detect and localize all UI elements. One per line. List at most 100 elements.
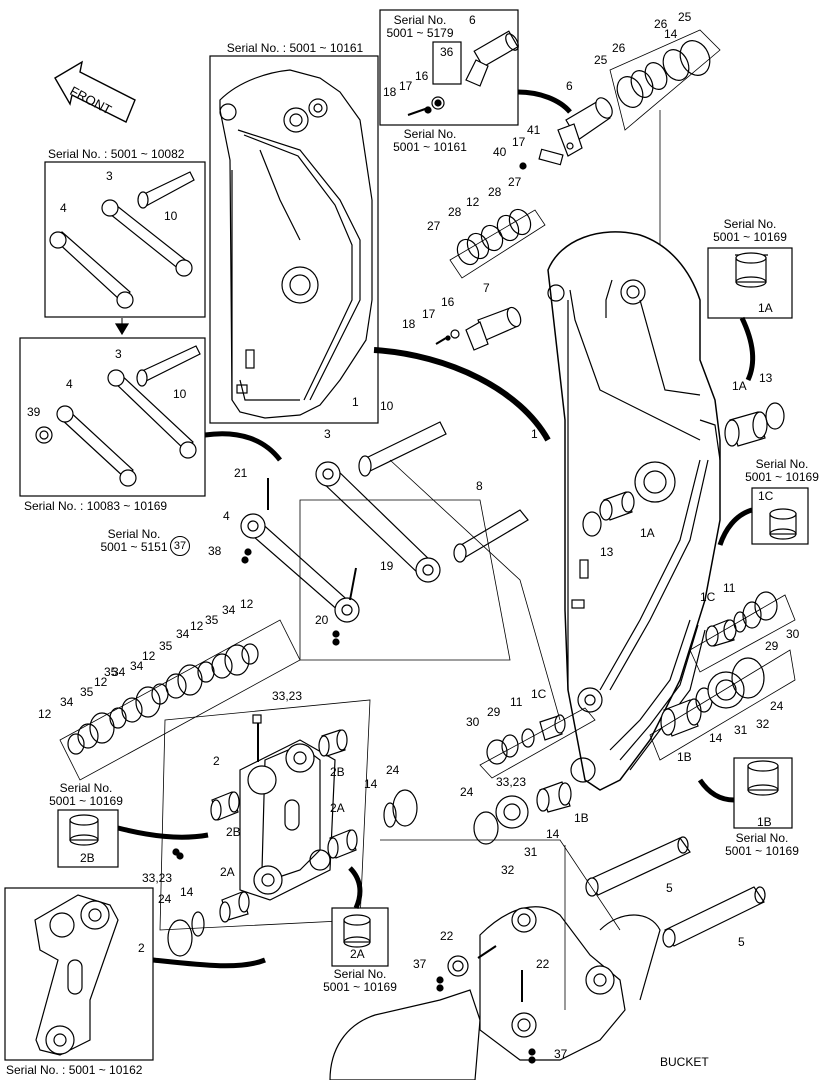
callout: 28 [448, 205, 462, 219]
serial-1B-b: 5001 ~ 10169 [725, 844, 799, 858]
callout: 27 [427, 219, 441, 233]
arm-link-top-drawing [49, 171, 195, 309]
callout: 34 [130, 659, 144, 673]
callout: 13 [759, 371, 773, 385]
serial-arm-bottom: Serial No. : 10083 ~ 10169 [24, 499, 168, 513]
serial-2A-a: Serial No. [333, 967, 387, 981]
serial-boom-detail: Serial No. : 5001 ~ 10161 [226, 41, 364, 55]
callout: 3 [115, 347, 122, 361]
serial-2A-b: 5001 ~ 10169 [323, 980, 397, 994]
callout: 14 [546, 827, 560, 841]
callout: 11 [510, 695, 523, 709]
callout: 6 [566, 79, 573, 93]
callout: 25 [594, 53, 608, 67]
serial-top-a: Serial No. [393, 13, 447, 27]
callout: 4 [60, 201, 67, 215]
serial-1C-a: Serial No. [755, 457, 809, 471]
callout: 34 [176, 627, 190, 641]
callout: 2B [80, 851, 95, 865]
bucket-drawing [329, 836, 766, 1080]
callout: 38 [208, 544, 222, 558]
callout: 10 [173, 387, 187, 401]
callout: 24 [460, 785, 474, 799]
callout: 37 [554, 1047, 568, 1061]
callout: 31 [734, 723, 748, 737]
callout: 19 [380, 559, 394, 573]
callout: 14 [180, 885, 194, 899]
serial-arm-top: Serial No. : 5001 ~ 10082 [48, 147, 185, 161]
callout: 1C [531, 687, 547, 701]
callout: 35 [205, 613, 219, 627]
callout: 1B [677, 750, 692, 764]
callout: 1A [732, 379, 747, 393]
callout: 2A [220, 865, 235, 879]
callout: 35 [104, 665, 118, 679]
callout: 2B [226, 825, 241, 839]
callout: 30 [786, 627, 800, 641]
callout: 34 [60, 695, 74, 709]
callout: 10 [380, 399, 394, 413]
callout: 2B [330, 765, 345, 779]
callout: 18 [402, 317, 416, 331]
callout: 28 [488, 185, 502, 199]
callout-circled: 37 [170, 536, 190, 556]
callout: 34 [112, 665, 126, 679]
link-2-drawing [159, 699, 418, 957]
front-arrow-icon [54, 60, 136, 123]
callout: 3 [106, 169, 113, 183]
bucket-label: BUCKET [660, 1055, 709, 1069]
callout: 35 [80, 685, 94, 699]
arm-link-bottom-drawing [35, 345, 201, 487]
callout: 7 [483, 281, 490, 295]
callout: 33,23 [496, 775, 527, 789]
callout: 17 [512, 135, 526, 149]
callout: 17 [399, 79, 413, 93]
callout: 34 [222, 603, 236, 617]
callout: 12 [142, 649, 156, 663]
callout: 10 [164, 209, 178, 223]
callout: 27 [508, 175, 522, 189]
callout: 8 [476, 479, 483, 493]
serial-1A-b: 5001 ~ 10169 [713, 230, 787, 244]
serial-link-2: Serial No. : 5001 ~ 10162 [6, 1063, 143, 1077]
callout: 20 [315, 613, 329, 627]
callout: 29 [765, 639, 779, 653]
callout: 5 [666, 881, 673, 895]
callout: 18 [383, 85, 397, 99]
callout: 2A [330, 801, 345, 815]
callout: 32 [756, 717, 770, 731]
callout: 14 [664, 27, 678, 41]
callout: 12 [38, 707, 52, 721]
serial-2B-a: Serial No. [59, 781, 113, 795]
callout: 1C [758, 489, 774, 503]
callout: 12 [94, 675, 108, 689]
callout: 26 [654, 17, 668, 31]
callout: 31 [524, 845, 538, 859]
serial-37-a: Serial No. [107, 527, 161, 541]
callout: 32 [501, 863, 515, 877]
callout: 3 [324, 427, 331, 441]
callout: 41 [527, 123, 541, 137]
serial-2B-b: 5001 ~ 10169 [49, 794, 123, 808]
callout: 1A [758, 301, 773, 315]
callout: 17 [422, 307, 436, 321]
callout: 13 [600, 545, 614, 559]
callout: 21 [234, 466, 248, 480]
callout: 16 [441, 295, 455, 309]
callout: 25 [678, 10, 692, 24]
callout: 29 [487, 705, 501, 719]
callout: 36 [440, 45, 454, 59]
callout: 5 [738, 935, 745, 949]
serial-pin-b: 5001 ~ 10161 [393, 140, 467, 154]
callout: 1B [574, 811, 589, 825]
callout: 37 [413, 957, 427, 971]
callout: 14 [709, 731, 723, 745]
callout: 12 [466, 195, 480, 209]
serial-pin-a: Serial No. [403, 127, 457, 141]
callout: 2 [138, 941, 145, 955]
callout: 30 [466, 715, 480, 729]
callout: 1 [352, 395, 359, 409]
callout: 39 [27, 405, 41, 419]
boom-main-drawing [547, 231, 721, 791]
